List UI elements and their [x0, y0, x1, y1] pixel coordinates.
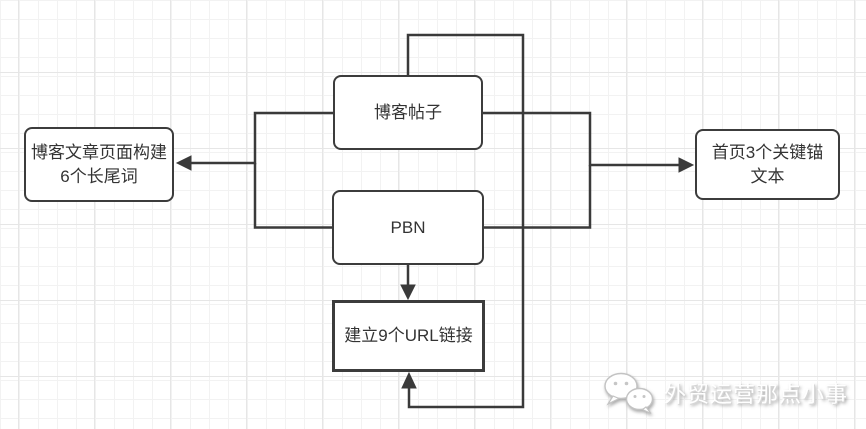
edge-pbn-to-buildurls [400, 265, 416, 301]
node-blog-article-longtail-label: 博客文章页面构建 6个长尾词 [31, 142, 167, 186]
edge-blogposts-to-homepage-anchors [483, 111, 695, 173]
node-build-urls-label: 建立9个URL链接 [344, 326, 473, 345]
node-pbn-label: PBN [390, 217, 426, 237]
wechat-icon [601, 371, 657, 415]
node-blog-posts-label: 博客帖子 [374, 102, 442, 122]
node-homepage-anchors: 首页3个关键锚 文本 [695, 129, 840, 200]
node-blog-posts: 博客帖子 [333, 75, 483, 150]
edge-pbn-to-longtail [253, 163, 332, 229]
node-pbn: PBN [332, 190, 484, 265]
watermark-text: 外贸运营那点小事 [663, 382, 848, 407]
node-homepage-anchors-label: 首页3个关键锚 文本 [711, 142, 824, 186]
edge-blogposts-to-longtail [175, 111, 333, 171]
edge-pbn-to-homepage-anchors [484, 165, 592, 229]
node-blog-article-longtail: 博客文章页面构建 6个长尾词 [24, 127, 174, 202]
node-build-urls: 建立9个URL链接 [332, 300, 485, 372]
watermark: 外贸运营那点小事 [601, 371, 848, 415]
edge-blogposts-to-buildurls-loop [401, 33, 525, 409]
